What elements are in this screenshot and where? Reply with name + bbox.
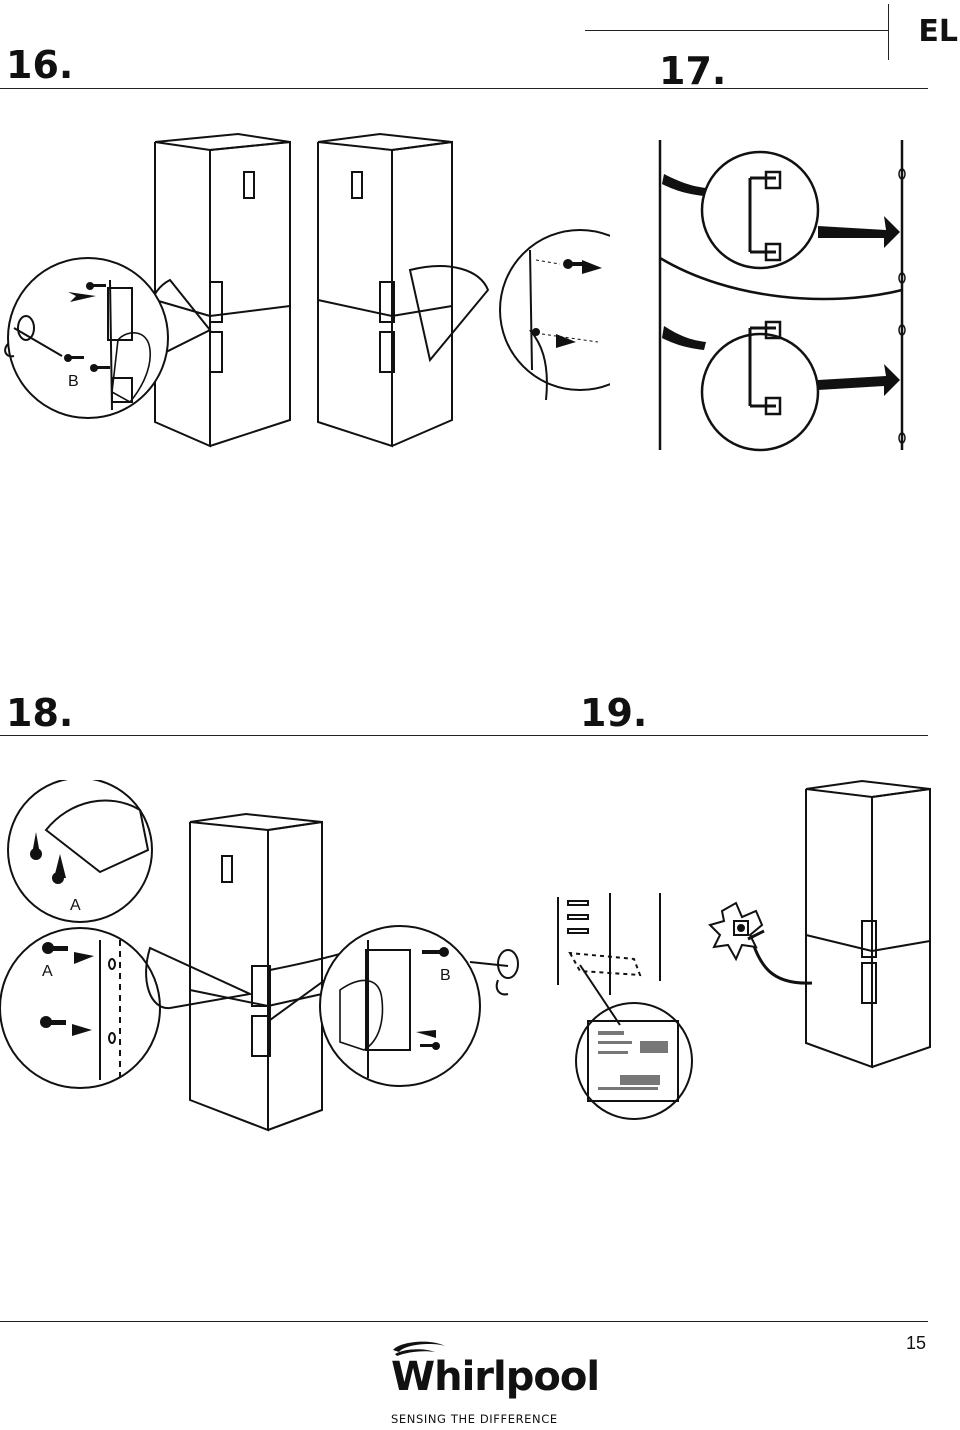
plug-icon xyxy=(708,901,765,962)
arrow-icon xyxy=(662,174,900,396)
arrow-icon xyxy=(556,334,576,348)
footer-rule xyxy=(0,1321,928,1322)
step-number-18: 18. xyxy=(6,691,74,735)
brand-tagline: SENSING THE DIFFERENCE xyxy=(391,1412,558,1426)
screwdriver-icon xyxy=(4,315,63,358)
figure-16: B xyxy=(4,132,291,448)
language-code: EL xyxy=(918,14,958,49)
header-divider xyxy=(888,4,889,60)
screw-icon xyxy=(64,282,110,372)
step-number-16: 16. xyxy=(6,43,74,87)
step-number-17: 17. xyxy=(659,49,727,93)
label-a-bag: A xyxy=(70,897,81,914)
page-number: 15 xyxy=(905,1333,926,1353)
screwdriver-icon xyxy=(469,949,519,996)
brand-name: Whirlpool xyxy=(391,1354,600,1400)
screw-icon xyxy=(532,259,584,336)
header-rule-top xyxy=(0,88,928,89)
whirlpool-swirl-icon xyxy=(393,1341,445,1356)
arrow-icon xyxy=(582,260,602,274)
label-b: B xyxy=(68,373,79,390)
header-rule-short xyxy=(585,30,889,31)
arrow-icon xyxy=(68,292,96,302)
screw-icon xyxy=(30,832,449,1050)
figure-19 xyxy=(557,779,931,1120)
figure-17-handles xyxy=(658,140,906,452)
hinge-detail xyxy=(7,257,169,419)
step-number-19: 19. xyxy=(580,691,648,735)
brand-logo: Whirlpool SENSING THE DIFFERENCE xyxy=(389,1340,600,1430)
rating-label-icon xyxy=(598,1031,668,1090)
figure-18: A A B xyxy=(0,780,519,1132)
arrow-icon xyxy=(72,952,436,1038)
label-b-hinge: B xyxy=(440,967,451,984)
section-rule-18 xyxy=(0,735,928,736)
label-a-fix: A xyxy=(42,963,53,980)
figure-17-fridge xyxy=(317,132,610,448)
